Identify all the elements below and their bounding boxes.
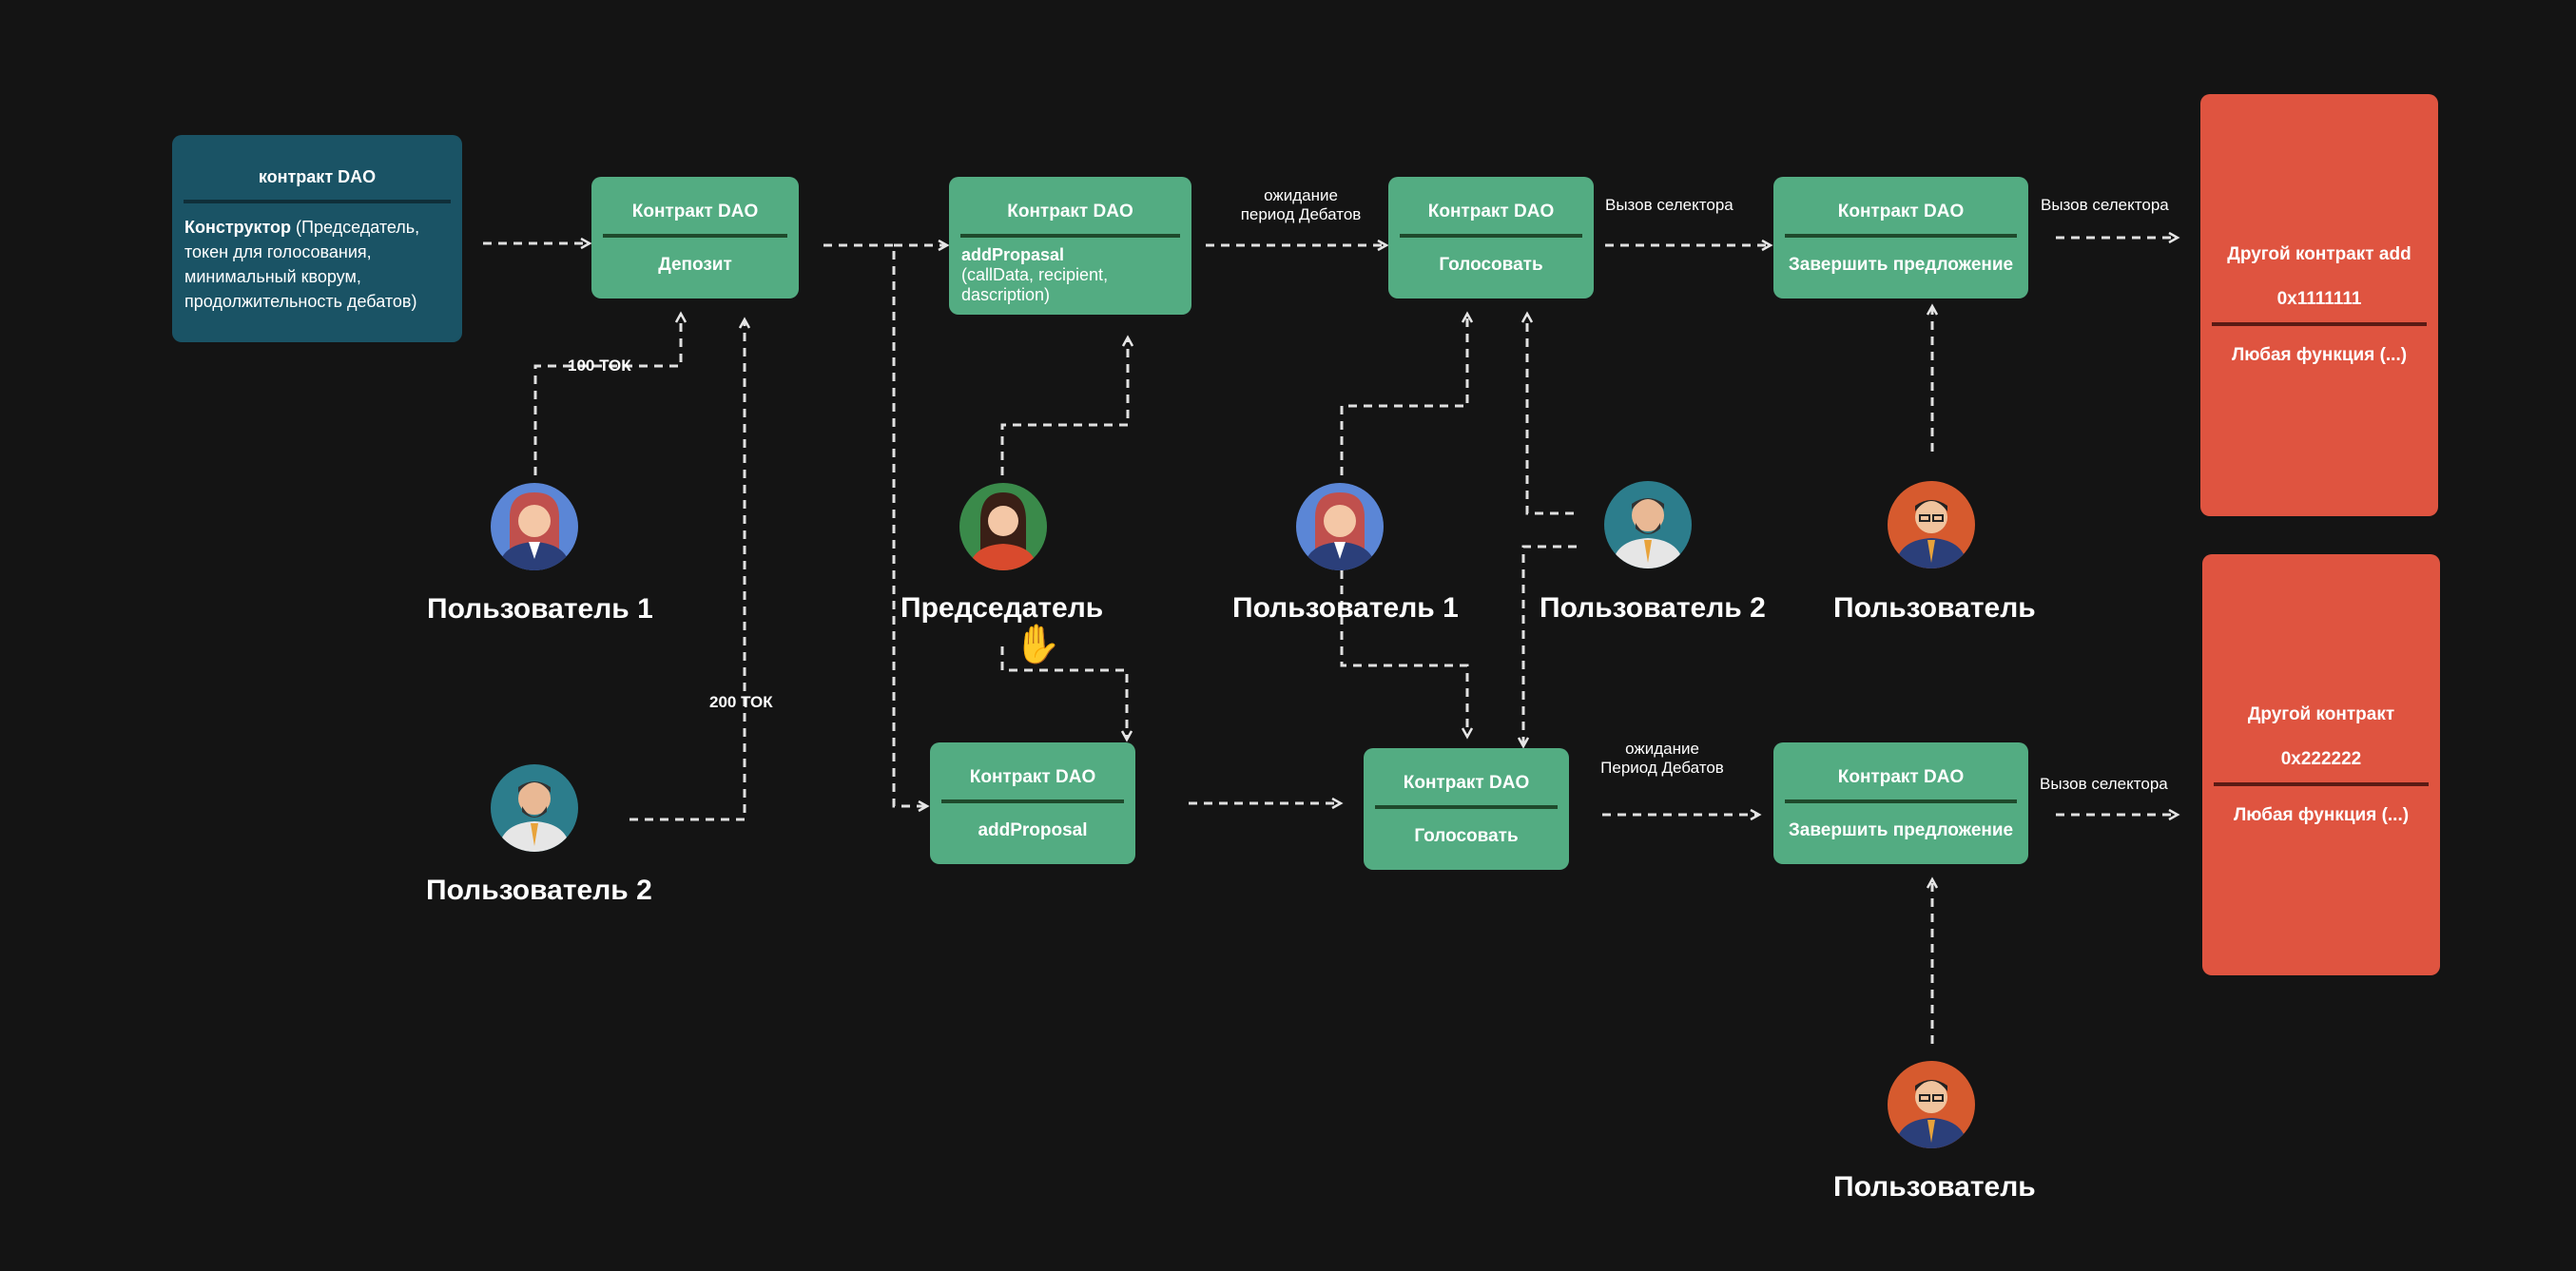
constructor-line: (Председатель, <box>296 218 420 237</box>
other-contract-func-2: Любая функция (...) <box>2233 805 2410 825</box>
selector-note-1: Вызов селектора <box>1605 196 1733 214</box>
constructor-divider <box>184 200 451 203</box>
arrow-deposit-branch <box>823 243 927 806</box>
user1-left-label: Пользователь 1 <box>427 593 653 625</box>
user2-mid-label: Пользователь 2 <box>1540 592 1766 624</box>
user-avatar-icon <box>1888 481 1975 568</box>
vote-sub-1: Голосовать <box>1439 255 1543 275</box>
deposit-divider <box>603 234 787 238</box>
other-contract-box-2: Другой контракт 0x222222 Любая функция (… <box>2202 554 2440 975</box>
token-amount-200: 200 ТОК <box>709 693 773 711</box>
other-contract-func-1: Любая функция (...) <box>2231 345 2408 365</box>
constructor-box: контракт DAO Конструктор (Председатель, … <box>172 135 462 342</box>
finish-divider-2 <box>1785 799 2017 803</box>
other-contract-divider-2 <box>2214 782 2429 786</box>
token-amount-100: 100 ТОК <box>568 356 631 375</box>
selector-note-3: Вызов селектора <box>2040 775 2168 793</box>
vote-divider-1 <box>1400 234 1582 238</box>
user-bottom-label: Пользователь <box>1833 1171 2036 1203</box>
arrow-user2mid-vote2 <box>1523 545 1577 746</box>
wait-note-2-line: ожидание <box>1625 740 1699 758</box>
other-contract-title-1: Другой контракт add <box>2227 244 2411 264</box>
user1-mid-label: Пользователь 1 <box>1232 592 1459 624</box>
user2-left-label: Пользователь 2 <box>426 875 652 906</box>
constructor-keyword: Конструктор <box>184 218 292 237</box>
vote-box-1: Контракт DAO Голосовать <box>1388 177 1594 298</box>
arrow-user2-deposit <box>629 319 745 821</box>
addproposal-box-2: Контракт DAO addProposal <box>930 742 1135 864</box>
vote-sub-2: Голосовать <box>1414 826 1519 846</box>
constructor-line: продолжительность дебатов) <box>184 292 417 311</box>
vote-title-2: Контракт DAO <box>1403 773 1530 793</box>
finish-box-2: Контракт DAO Завершить предложение <box>1773 742 2028 864</box>
finish-title-1: Контракт DAO <box>1837 202 1965 221</box>
addproposal-divider-2 <box>941 799 1124 803</box>
other-contract-addr-1: 0x1111111 <box>2276 289 2362 309</box>
addproposal-sub-2: addProposal <box>978 820 1088 840</box>
arrow-chairman-addpropasal <box>1000 337 1128 475</box>
arrow-user1-deposit <box>533 314 681 475</box>
wait-note-1-line: ожидание <box>1264 186 1338 204</box>
addpropasal-sub: addPropasal <box>961 245 1065 264</box>
addpropasal-divider <box>960 234 1180 238</box>
man-avatar-icon-2 <box>1604 481 1692 568</box>
other-contract-divider-1 <box>2212 322 2427 326</box>
other-contract-box-1: Другой контракт add 0x1111111 Любая функ… <box>2200 94 2438 516</box>
deposit-sub: Депозит <box>658 255 732 275</box>
finish-box-1: Контракт DAO Завершить предложение <box>1773 177 2028 298</box>
user-avatar-icon-2 <box>1888 1061 1975 1148</box>
arrow-user1mid-vote2 <box>1340 570 1467 737</box>
arrow-user2mid-vote <box>1527 314 1574 515</box>
other-contract-title-2: Другой контракт <box>2247 704 2395 724</box>
deposit-box: Контракт DAO Депозит <box>591 177 799 298</box>
finish-sub-2: Завершить предложение <box>1788 820 2014 840</box>
deposit-title: Контракт DAO <box>631 202 759 221</box>
addpropasal-line: dascription) <box>961 285 1051 304</box>
woman-avatar-icon-2 <box>1296 483 1384 570</box>
addproposal-title-2: Контракт DAO <box>969 767 1096 787</box>
hand-cursor-icon: ✋ <box>1014 624 1061 665</box>
addpropasal-box: Контракт DAO addPropasal (callData, reci… <box>949 177 1191 315</box>
vote-title-1: Контракт DAO <box>1427 202 1555 221</box>
finish-divider-1 <box>1785 234 2017 238</box>
wait-note-1: ожидание период Дебатов <box>1225 186 1377 224</box>
man-avatar-icon <box>491 764 578 852</box>
vote-divider-2 <box>1375 805 1558 809</box>
user-top-label: Пользователь <box>1833 592 2036 624</box>
finish-sub-1: Завершить предложение <box>1788 255 2014 275</box>
selector-note-2: Вызов селектора <box>2041 196 2169 214</box>
woman-avatar-icon <box>491 483 578 570</box>
constructor-line: минимальный кворум, <box>184 267 361 286</box>
arrow-user1mid-vote <box>1340 314 1467 475</box>
finish-title-2: Контракт DAO <box>1837 767 1965 787</box>
chairman-avatar-icon <box>959 483 1047 570</box>
arrow-chairman-addproposal2 <box>1000 646 1127 740</box>
vote-box-2: Контракт DAO Голосовать <box>1364 748 1569 870</box>
addpropasal-text: addPropasal (callData, recipient, dascri… <box>961 245 1108 305</box>
chairman-label: Председатель <box>901 592 1104 624</box>
wait-note-1-line: период Дебатов <box>1240 205 1362 223</box>
other-contract-addr-2: 0x222222 <box>2280 749 2362 769</box>
constructor-line: токен для голосования, <box>184 242 372 261</box>
constructor-title: контракт DAO <box>258 167 377 186</box>
wait-note-2: ожидание Период Дебатов <box>1586 740 1738 778</box>
addpropasal-title: Контракт DAO <box>1007 202 1133 221</box>
constructor-text: Конструктор (Председатель, токен для гол… <box>184 215 419 314</box>
wait-note-2-line: Период Дебатов <box>1600 759 1724 777</box>
addpropasal-line: (callData, recipient, <box>961 265 1109 284</box>
